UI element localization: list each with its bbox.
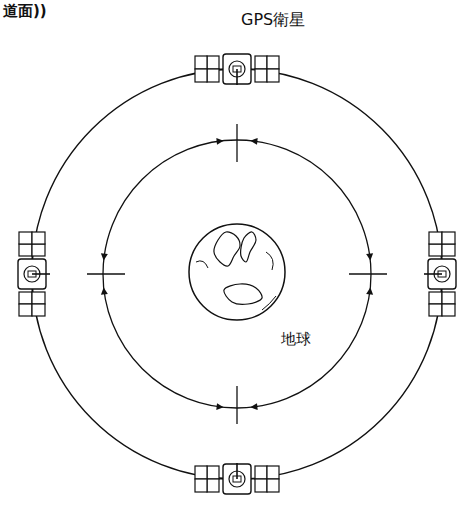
inner-circle <box>103 140 371 408</box>
arrow-head <box>101 253 108 260</box>
gps-satellite <box>424 232 456 316</box>
earth <box>189 224 285 320</box>
tick-mark <box>236 124 237 162</box>
satellite-label: GPS衛星 <box>240 10 306 29</box>
arrow-head <box>216 403 223 410</box>
earth-label: 地球 <box>280 330 312 348</box>
section-heading: 道面)) <box>2 2 48 20</box>
earth-label-box: 地球 <box>280 330 312 349</box>
gps-satellite <box>195 463 279 494</box>
arrow-head <box>101 287 108 294</box>
tick-mark <box>236 386 237 424</box>
satellite-label-box: GPS衛星 <box>240 10 306 31</box>
gps-satellite <box>195 54 279 85</box>
arrow-head <box>250 138 257 145</box>
arrow-head <box>216 138 223 145</box>
section-heading-box: 道面)) <box>2 2 48 21</box>
arrow-head <box>250 403 257 410</box>
tick-mark <box>87 273 125 274</box>
gps-satellite <box>18 232 50 316</box>
outer-orbit <box>32 69 442 479</box>
arrow-head <box>366 253 373 260</box>
arrow-head <box>366 287 373 294</box>
tick-mark <box>349 273 387 274</box>
